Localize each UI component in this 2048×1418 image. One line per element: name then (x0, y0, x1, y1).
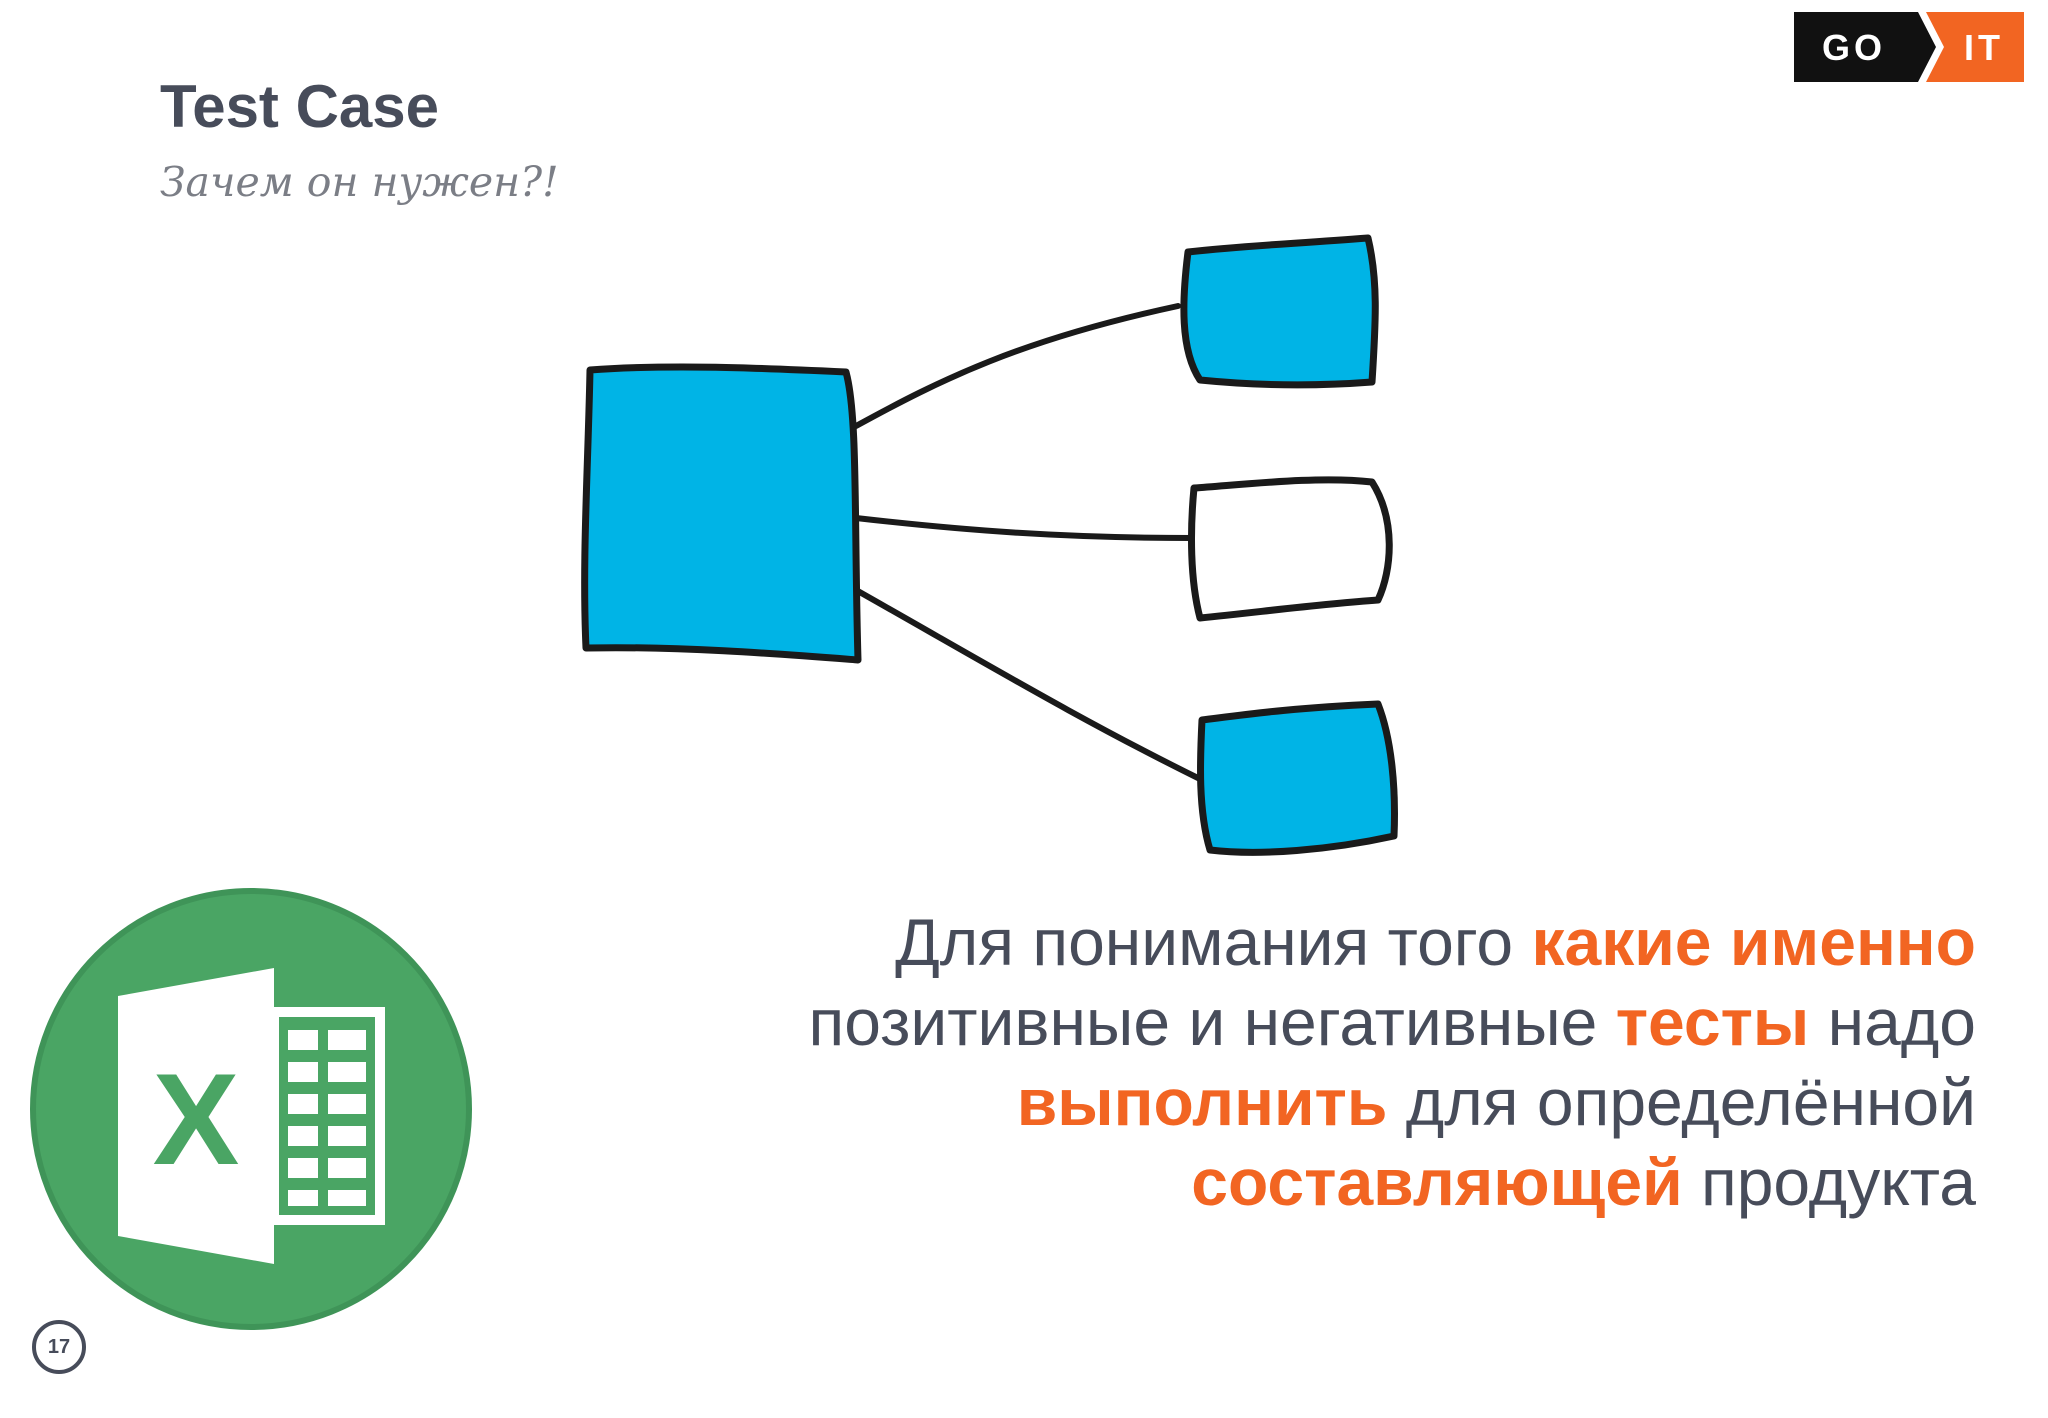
excel-icon-sheet (118, 968, 274, 1264)
logo-left-text: GO (1822, 27, 1886, 68)
parent-node (581, 363, 862, 664)
goit-logo: GO IT (1794, 12, 2024, 82)
logo-right-text: IT (1964, 27, 2004, 68)
statement-segment: позитивные и негативные (808, 985, 1616, 1059)
excel-icon: X (30, 888, 472, 1330)
logo-right-block (1926, 12, 2024, 82)
child-node-top (1180, 234, 1379, 389)
statement-segment: надо (1809, 985, 1976, 1059)
statement-segment: продукта (1682, 1145, 1976, 1219)
statement-highlight: выполнить (1016, 1065, 1388, 1139)
excel-icon-grid (288, 1030, 366, 1206)
statement-text: Для понимания того какие именно позитивн… (576, 902, 1976, 1222)
slide-title: Test Case (160, 73, 440, 140)
statement-highlight: какие именно (1531, 905, 1976, 979)
tree-diagram (581, 234, 1398, 856)
statement-highlight: составляющей (1191, 1145, 1683, 1219)
excel-icon-grid-frame (269, 1007, 385, 1225)
child-node-middle (1188, 476, 1393, 622)
connector-top (853, 303, 1181, 429)
statement-segment: для определённой (1387, 1065, 1976, 1139)
child-node-bottom (1197, 700, 1398, 856)
connector-middle (853, 515, 1197, 541)
slide-subtitle: Зачем он нужен?! (160, 158, 559, 206)
excel-icon-x-glyph: X (153, 1046, 240, 1192)
page-number: 17 (32, 1320, 86, 1374)
statement-highlight: тесты (1615, 985, 1810, 1059)
statement-segment: Для понимания того (895, 905, 1532, 979)
logo-arrow (1912, 12, 1936, 82)
connector-bottom (853, 587, 1205, 783)
logo-left-block (1794, 12, 1918, 82)
